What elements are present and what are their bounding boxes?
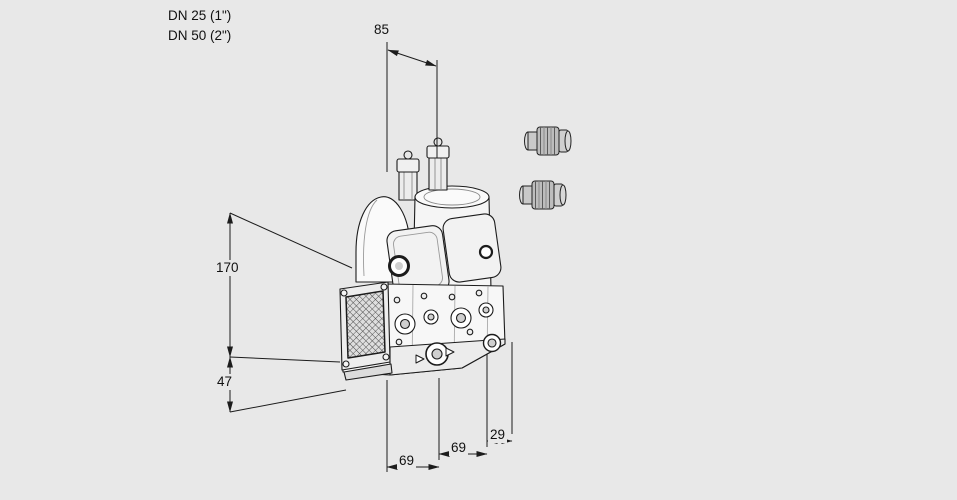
ext-line-mid bbox=[229, 356, 341, 363]
flow-arrow-left bbox=[415, 354, 425, 364]
pipe-fitting-lower bbox=[519, 180, 567, 210]
mesh-screen bbox=[345, 290, 386, 359]
ext-line-47-bottom bbox=[229, 389, 347, 413]
label-dn50: DN 50 (2") bbox=[166, 28, 234, 44]
dim-label-170: 170 bbox=[214, 260, 241, 276]
inlet-flange bbox=[339, 281, 391, 371]
dim-label-69-left: 69 bbox=[397, 453, 417, 469]
ext-line-170-top bbox=[229, 212, 353, 269]
base-plate bbox=[343, 363, 393, 381]
valve-assembly bbox=[339, 137, 506, 381]
actuator-left bbox=[355, 150, 420, 283]
coil-right bbox=[442, 213, 502, 283]
label-dn25: DN 25 (1") bbox=[166, 8, 234, 24]
dim-label-29: 29 bbox=[488, 427, 508, 443]
flow-arrow-right bbox=[445, 347, 455, 357]
dim-line-85 bbox=[387, 49, 437, 67]
coil-right-port bbox=[478, 244, 494, 260]
adjuster-knob-left bbox=[403, 150, 413, 160]
stem-right bbox=[428, 154, 448, 191]
dim-label-69-middle: 69 bbox=[449, 440, 469, 456]
hex-cap-right bbox=[426, 145, 450, 159]
adjuster-knob-right bbox=[433, 137, 443, 147]
hex-cap-left bbox=[396, 158, 420, 173]
dimension-lines bbox=[227, 42, 513, 472]
dim-label-85: 85 bbox=[372, 22, 392, 38]
dim-label-47: 47 bbox=[215, 374, 235, 390]
stem-left bbox=[398, 169, 418, 201]
pipe-fitting-upper bbox=[524, 126, 572, 156]
